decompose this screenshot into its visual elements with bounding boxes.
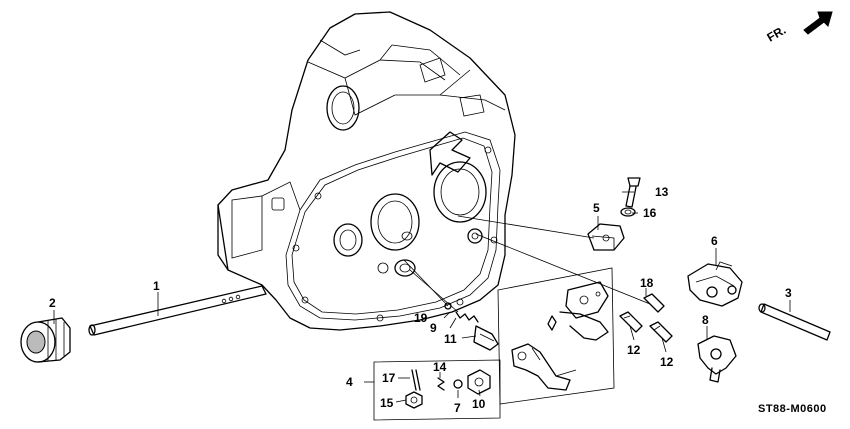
breather-cap xyxy=(20,317,71,363)
label-2: 2 xyxy=(49,296,56,310)
diagram-code: ST88-M0600 xyxy=(758,403,827,415)
fr-label: FR. xyxy=(765,23,789,45)
label-9: 9 xyxy=(430,321,437,335)
interlock-box xyxy=(373,359,501,421)
label-6: 6 xyxy=(711,234,718,248)
shift-rod xyxy=(88,285,267,336)
label-12b: 12 xyxy=(660,355,674,369)
bolt-12a xyxy=(619,311,643,333)
shift-lever xyxy=(697,335,737,383)
label-12a: 12 xyxy=(627,343,641,357)
label-4: 4 xyxy=(346,375,353,389)
label-17: 17 xyxy=(382,371,396,385)
label-1: 1 xyxy=(153,279,160,293)
spring-14 xyxy=(437,377,445,391)
label-14: 14 xyxy=(433,360,447,374)
front-direction-indicator: FR. xyxy=(765,11,833,45)
bolt-18 xyxy=(643,293,665,313)
interlock-10 xyxy=(467,369,491,395)
bolt-13 xyxy=(625,177,641,208)
shift-fork-assembly xyxy=(497,267,615,405)
label-3: 3 xyxy=(785,286,792,300)
shift-arm-holder xyxy=(687,261,743,307)
label-16: 16 xyxy=(643,206,657,220)
leader-lines xyxy=(53,191,791,403)
label-7: 7 xyxy=(454,401,461,415)
label-13: 13 xyxy=(655,185,669,199)
label-10: 10 xyxy=(472,397,486,411)
washer-16 xyxy=(620,207,636,217)
detent-spring xyxy=(455,311,479,323)
clutch-housing xyxy=(217,11,516,331)
nut-15 xyxy=(405,391,423,409)
bolt-12b xyxy=(649,321,673,343)
label-19: 19 xyxy=(414,311,428,325)
bolt-11 xyxy=(473,325,499,351)
label-18: 18 xyxy=(640,276,654,290)
label-15: 15 xyxy=(380,396,394,410)
label-8: 8 xyxy=(702,313,709,327)
clamp xyxy=(587,223,625,251)
pin xyxy=(758,303,831,341)
spring-pin-17 xyxy=(411,369,421,391)
label-11: 11 xyxy=(444,332,457,346)
washer-7 xyxy=(453,379,463,389)
label-5: 5 xyxy=(593,201,600,215)
